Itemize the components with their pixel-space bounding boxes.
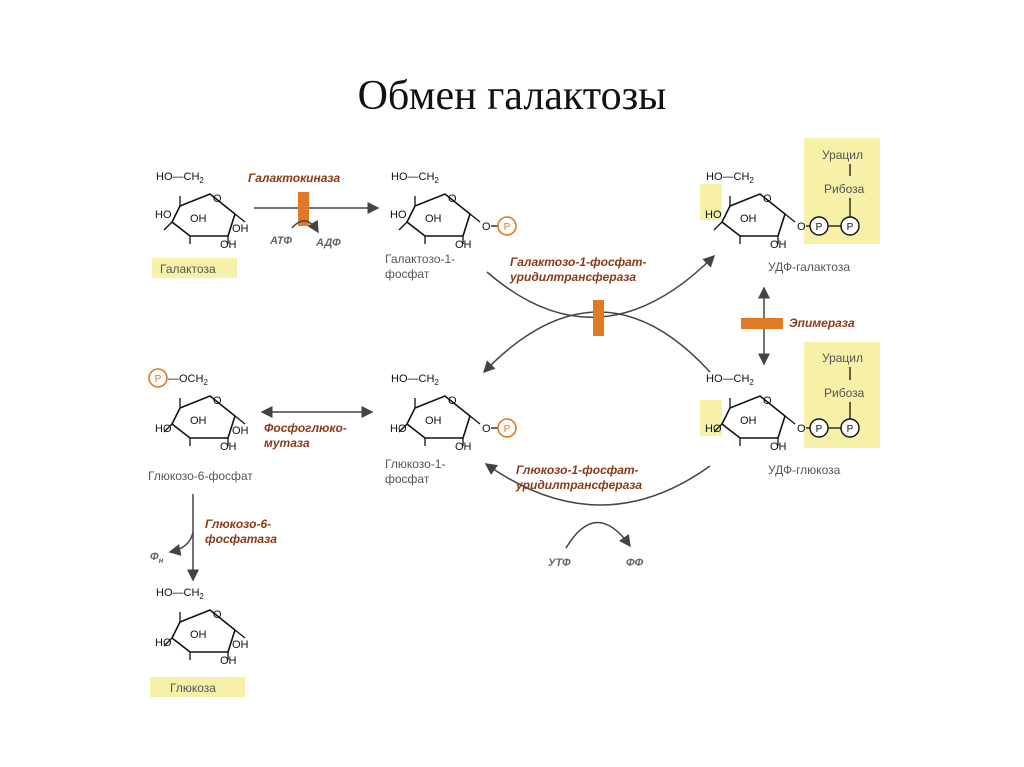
glucose-1-phosphate-molecule: HO—CH2 O HO OH OH O P (390, 373, 517, 453)
udp-gal-label: УДФ-галактоза (768, 260, 850, 274)
svg-text:OH: OH (455, 239, 472, 251)
svg-text:—OCH2: —OCH2 (168, 373, 208, 387)
svg-text:P: P (504, 424, 511, 435)
adp-label: АДФ (315, 237, 341, 249)
svg-text:OH: OH (220, 239, 237, 251)
svg-text:HO—CH2: HO—CH2 (156, 171, 204, 185)
svg-text:OH: OH (770, 441, 787, 453)
glucose-label: Глюкоза (170, 681, 216, 695)
udp-glc-uracil: Урацил (822, 351, 863, 365)
svg-text:HO—CH2: HO—CH2 (156, 587, 204, 601)
glc1p-label-line2: фосфат (385, 472, 430, 486)
udp-glc-highlight (700, 400, 722, 436)
svg-text:HO: HO (155, 637, 172, 649)
svg-text:OH: OH (190, 629, 207, 641)
svg-text:HO: HO (155, 209, 172, 221)
svg-text:HO: HO (705, 423, 722, 435)
galactose-label-bg (152, 258, 237, 278)
svg-text:HO—CH2: HO—CH2 (706, 171, 754, 185)
glc1p-ut-label-line1: Глюкозо-1-фосфат- (516, 463, 639, 477)
svg-text:O: O (213, 193, 222, 205)
svg-text:O: O (213, 395, 222, 407)
glucose-molecule: HO—CH2 O HO OH OH OH (155, 587, 249, 667)
g6pase-label-line2: фосфатаза (205, 532, 277, 546)
svg-text:HO—CH2: HO—CH2 (391, 171, 439, 185)
glc1p-label-line1: Глюкозо-1- (385, 457, 445, 471)
svg-text:O: O (482, 423, 491, 435)
gal1p-label-line2: фосфат (385, 267, 430, 281)
svg-text:OH: OH (232, 425, 249, 437)
svg-text:HO—CH2: HO—CH2 (706, 373, 754, 387)
galactose-molecule: HO—CH2 O HO OH OH OH (155, 171, 249, 251)
epimerase-bar (741, 318, 783, 329)
udp-galactose-molecule: HO—CH2 O HO OH OH O P P (705, 171, 860, 251)
svg-text:HO—CH2: HO—CH2 (391, 373, 439, 387)
svg-text:OH: OH (232, 223, 249, 235)
svg-text:OH: OH (455, 441, 472, 453)
glucose-label-bg (150, 677, 245, 697)
udp-gal-ribose: Рибоза (824, 182, 865, 196)
atp-adp-arrow (291, 219, 319, 234)
udp-gal-highlight (700, 184, 722, 220)
glc1p-ut-arc (484, 463, 711, 506)
svg-text:OH: OH (220, 441, 237, 453)
svg-text:OH: OH (190, 415, 207, 427)
utp-pp-arrow (565, 521, 631, 549)
svg-text:O: O (763, 395, 772, 407)
svg-text:OH: OH (425, 213, 442, 225)
svg-text:O: O (797, 423, 806, 435)
svg-text:P: P (816, 222, 823, 233)
svg-text:P: P (847, 424, 854, 435)
udp-glucose-molecule: HO—CH2 O HO OH OH O P P (705, 373, 860, 453)
gal1p-label-line1: Галактозо-1- (385, 252, 455, 266)
svg-text:HO: HO (390, 423, 407, 435)
galactokinase-label: Галактокиназа (248, 171, 341, 185)
pi-label: Фн (150, 551, 164, 565)
glc1p-ut-label-line2: уридилтрансфераза (515, 478, 642, 492)
udp-glc-ribose: Рибоза (824, 386, 865, 400)
udp-glc-label: УДФ-глюкоза (768, 463, 841, 477)
pgm-label-line1: Фосфоглюко- (264, 421, 347, 435)
svg-text:OH: OH (770, 239, 787, 251)
svg-text:P: P (504, 222, 511, 233)
g6pase-label-line1: Глюкозо-6- (205, 517, 271, 531)
pgm-label-line2: мутаза (264, 436, 310, 450)
svg-text:OH: OH (220, 655, 237, 667)
glc6p-label: Глюкозо-6-фосфат (148, 469, 253, 483)
pp-label: ФФ (626, 557, 644, 569)
svg-text:O: O (797, 221, 806, 233)
galt-label-line2: уридилтрансфераза (509, 270, 636, 284)
svg-text:O: O (448, 193, 457, 205)
page-title: Обмен галактозы (357, 73, 667, 119)
pi-arrow (168, 531, 194, 556)
atp-label: АТФ (269, 235, 292, 247)
svg-text:OH: OH (740, 415, 757, 427)
epimerase-label: Эпимераза (789, 316, 855, 330)
udp-gal-uracil: Урацил (822, 148, 863, 162)
svg-text:P: P (847, 222, 854, 233)
svg-text:OH: OH (425, 415, 442, 427)
galactokinase-bar (298, 192, 309, 226)
galt-bar (593, 300, 604, 336)
svg-text:O: O (213, 609, 222, 621)
svg-text:P: P (155, 374, 162, 385)
utp-label: УТФ (548, 557, 571, 569)
svg-text:P: P (816, 424, 823, 435)
svg-text:O: O (482, 221, 491, 233)
glucose-6-phosphate-molecule: P —OCH2 O HO OH OH OH (148, 368, 249, 453)
galt-label-line1: Галактозо-1-фосфат- (510, 255, 646, 269)
svg-text:O: O (763, 193, 772, 205)
svg-text:OH: OH (740, 213, 757, 225)
svg-text:HO: HO (705, 209, 722, 221)
svg-text:HO: HO (390, 209, 407, 221)
svg-text:O: O (448, 395, 457, 407)
svg-text:HO: HO (155, 423, 172, 435)
galactose-1-phosphate-molecule: HO—CH2 O HO OH OH O P (390, 171, 517, 251)
galactose-label: Галактоза (160, 262, 216, 276)
svg-text:OH: OH (190, 213, 207, 225)
svg-text:OH: OH (232, 639, 249, 651)
